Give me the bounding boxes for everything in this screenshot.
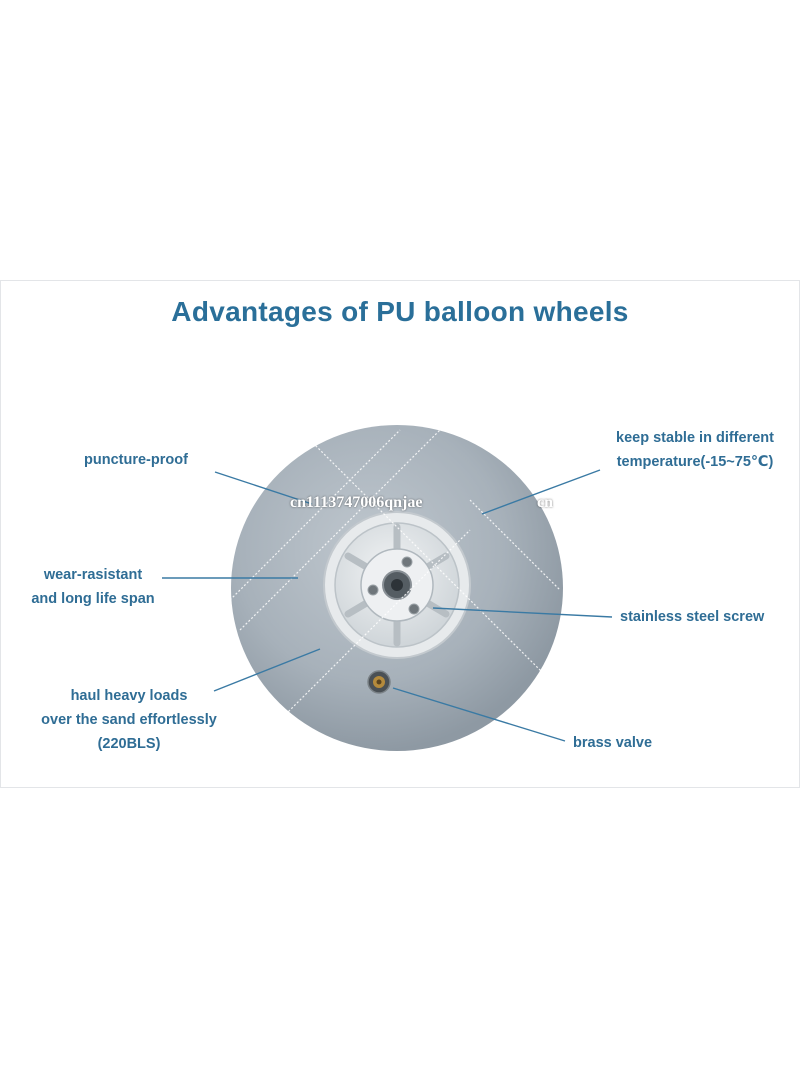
label-stable-temperature: keep stable in different temperature(-15… (616, 430, 774, 470)
label-brass-valve: brass valve (573, 735, 653, 751)
leader-lines (162, 469, 613, 742)
label-stainless-screw: stainless steel screw (620, 609, 765, 625)
stainless-screws (367, 556, 420, 615)
page-title: Advantages of PU balloon wheels (171, 296, 629, 327)
watermark-text: cn1113747006qnjae (290, 494, 423, 511)
brass-valve (367, 670, 391, 694)
watermark-grid (229, 399, 621, 751)
hub (323, 511, 471, 659)
label-wear-resistant: wear-rasistant and long life span (31, 567, 155, 607)
watermark-text-partial: cn (537, 494, 553, 511)
label-heavy-loads: haul heavy loads over the sand effortles… (41, 688, 217, 752)
label-puncture-proof: puncture-proof (84, 452, 188, 468)
